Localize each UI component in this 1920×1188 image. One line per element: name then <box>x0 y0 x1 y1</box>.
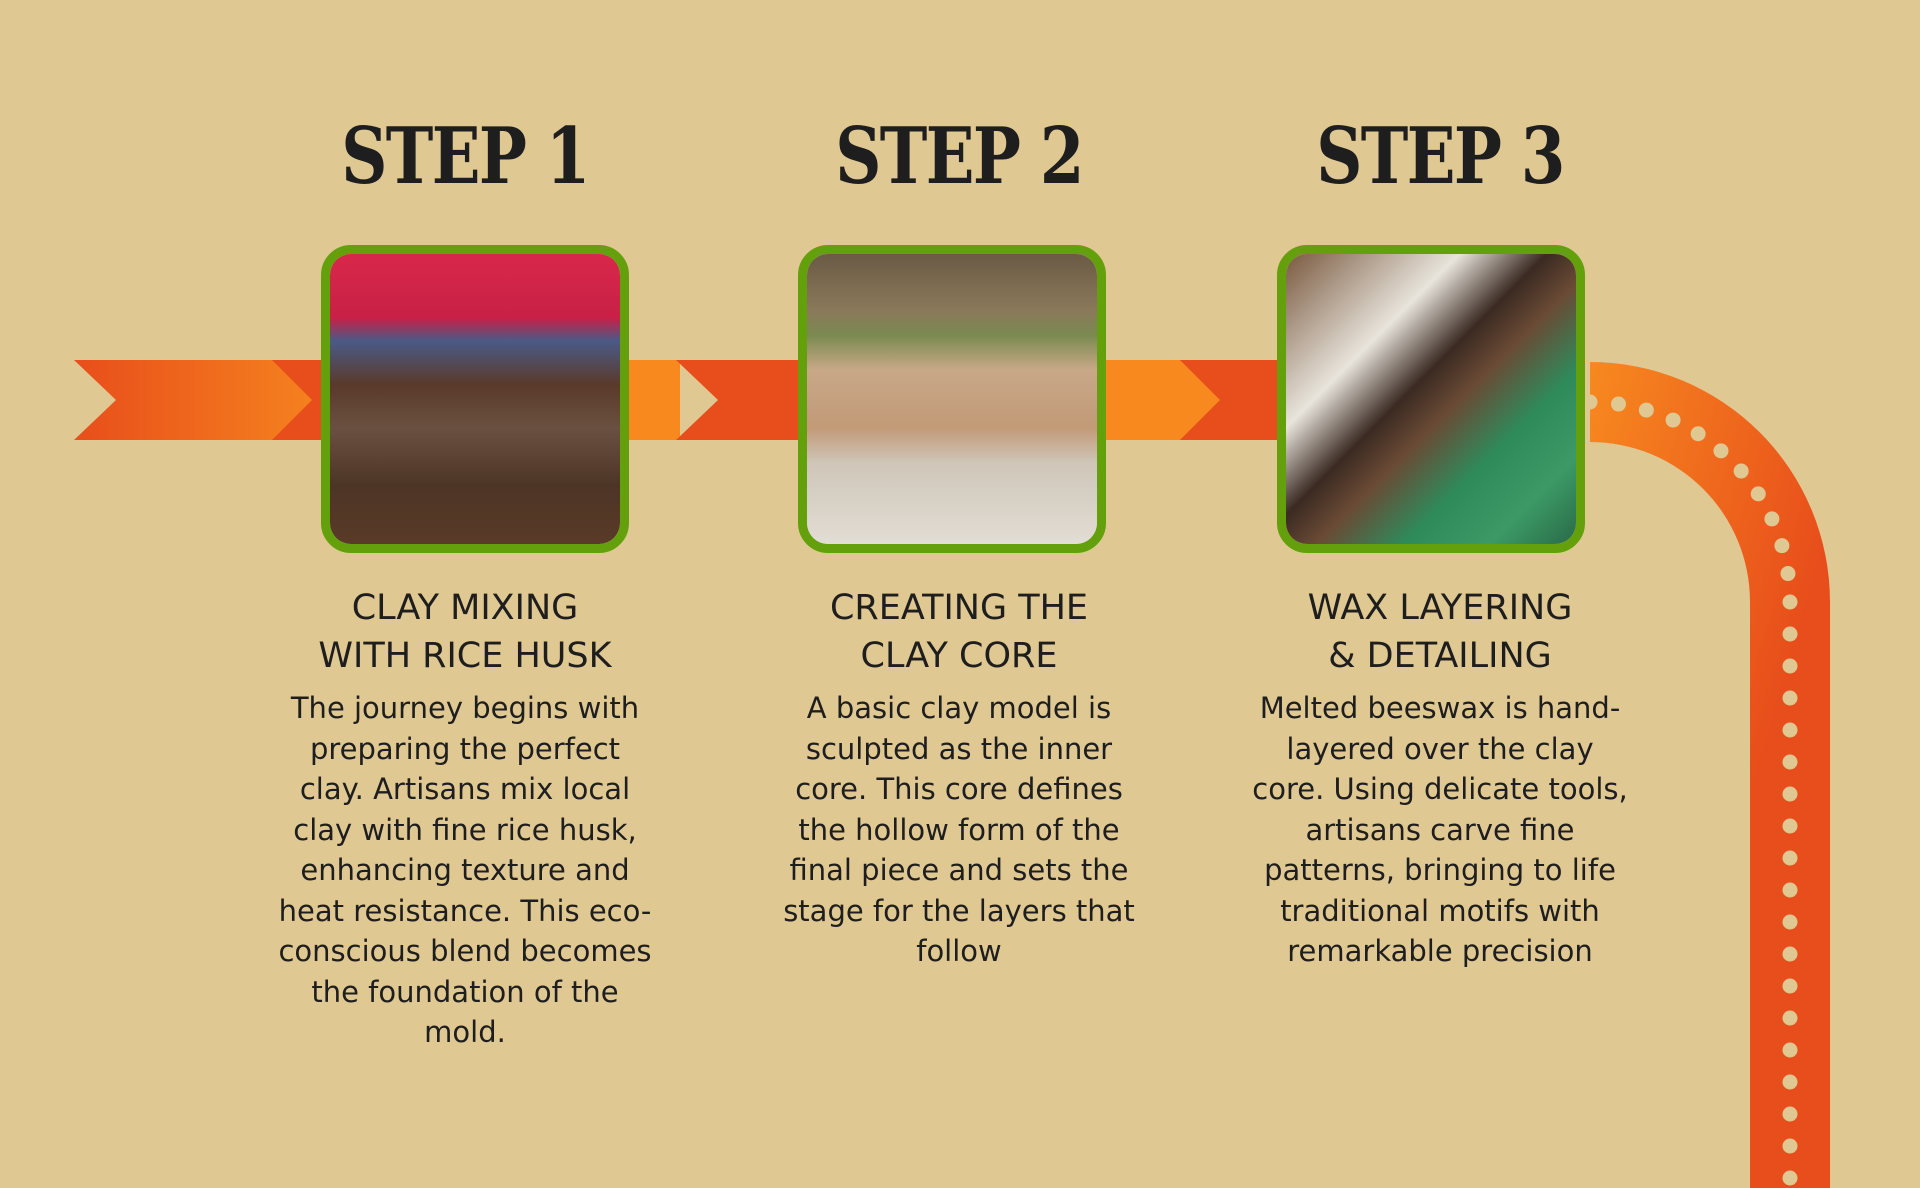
step-2-photo-frame <box>798 245 1106 553</box>
step-3-photo-frame <box>1277 245 1585 553</box>
step-1-heading-line1: CLAY MIXING <box>351 588 579 628</box>
step-1-title: STEP 1 <box>341 111 590 202</box>
track-dot <box>1782 594 1798 610</box>
track-dot <box>1750 486 1766 502</box>
track-dot <box>1782 1138 1798 1154</box>
step-1-heading: CLAY MIXING WITH RICE HUSK <box>255 584 675 680</box>
track-dot <box>1782 914 1798 930</box>
track-dot <box>1782 786 1798 802</box>
track-dot <box>1782 690 1798 706</box>
track-dot <box>1780 566 1796 582</box>
step-1-description: The journey begins with preparing the pe… <box>278 691 652 1049</box>
arrow-band <box>74 360 1830 1188</box>
track-dot <box>1782 1170 1798 1186</box>
track-dot <box>1638 402 1654 418</box>
step-3-description: Melted beeswax is hand-layered over the … <box>1252 691 1628 968</box>
chevron-segment-2 <box>676 360 800 440</box>
band-light-2 <box>620 360 680 440</box>
curved-track <box>1590 362 1830 1188</box>
track-dot <box>1690 426 1706 442</box>
step-2-heading-line1: CREATING THE <box>829 588 1089 628</box>
track-dot <box>1782 882 1798 898</box>
track-dot <box>1782 1010 1798 1026</box>
track-dot <box>1782 818 1798 834</box>
wax-layering-photo <box>1286 254 1576 544</box>
chevron-segment-3 <box>1180 360 1280 440</box>
track-dots <box>1582 394 1798 1186</box>
track-dot <box>1782 850 1798 866</box>
track-dot <box>1610 396 1626 412</box>
clay-core-photo <box>807 254 1097 544</box>
track-dot <box>1782 754 1798 770</box>
step-3-title: STEP 3 <box>1316 111 1565 202</box>
step-2-title: STEP 2 <box>835 111 1084 202</box>
track-dot <box>1782 1106 1798 1122</box>
step-3-heading: WAX LAYERING & DETAILING <box>1230 584 1650 680</box>
chevron-segment-1 <box>74 360 352 440</box>
track-dot <box>1782 722 1798 738</box>
track-dot <box>1782 1042 1798 1058</box>
track-dot <box>1582 394 1598 410</box>
track-dot <box>1764 511 1780 527</box>
track-dot <box>1782 946 1798 962</box>
step-1-photo-frame <box>321 245 629 553</box>
clay-mixing-photo <box>330 254 620 544</box>
step-2-heading-line2: CLAY CORE <box>860 636 1058 676</box>
track-dot <box>1782 658 1798 674</box>
track-dot <box>1733 463 1749 479</box>
track-dot <box>1713 443 1729 459</box>
track-dot <box>1774 538 1790 554</box>
step-2-heading: CREATING THE CLAY CORE <box>749 584 1169 680</box>
track-dot <box>1782 626 1798 642</box>
track-dot <box>1665 412 1681 428</box>
track-dot <box>1782 1074 1798 1090</box>
step-2-description: A basic clay model is sculpted as the in… <box>783 691 1135 968</box>
step-1-heading-line2: WITH RICE HUSK <box>318 636 612 676</box>
step-3-heading-line2: & DETAILING <box>1328 636 1552 676</box>
track-dot <box>1782 978 1798 994</box>
step-3-heading-line1: WAX LAYERING <box>1307 588 1573 628</box>
